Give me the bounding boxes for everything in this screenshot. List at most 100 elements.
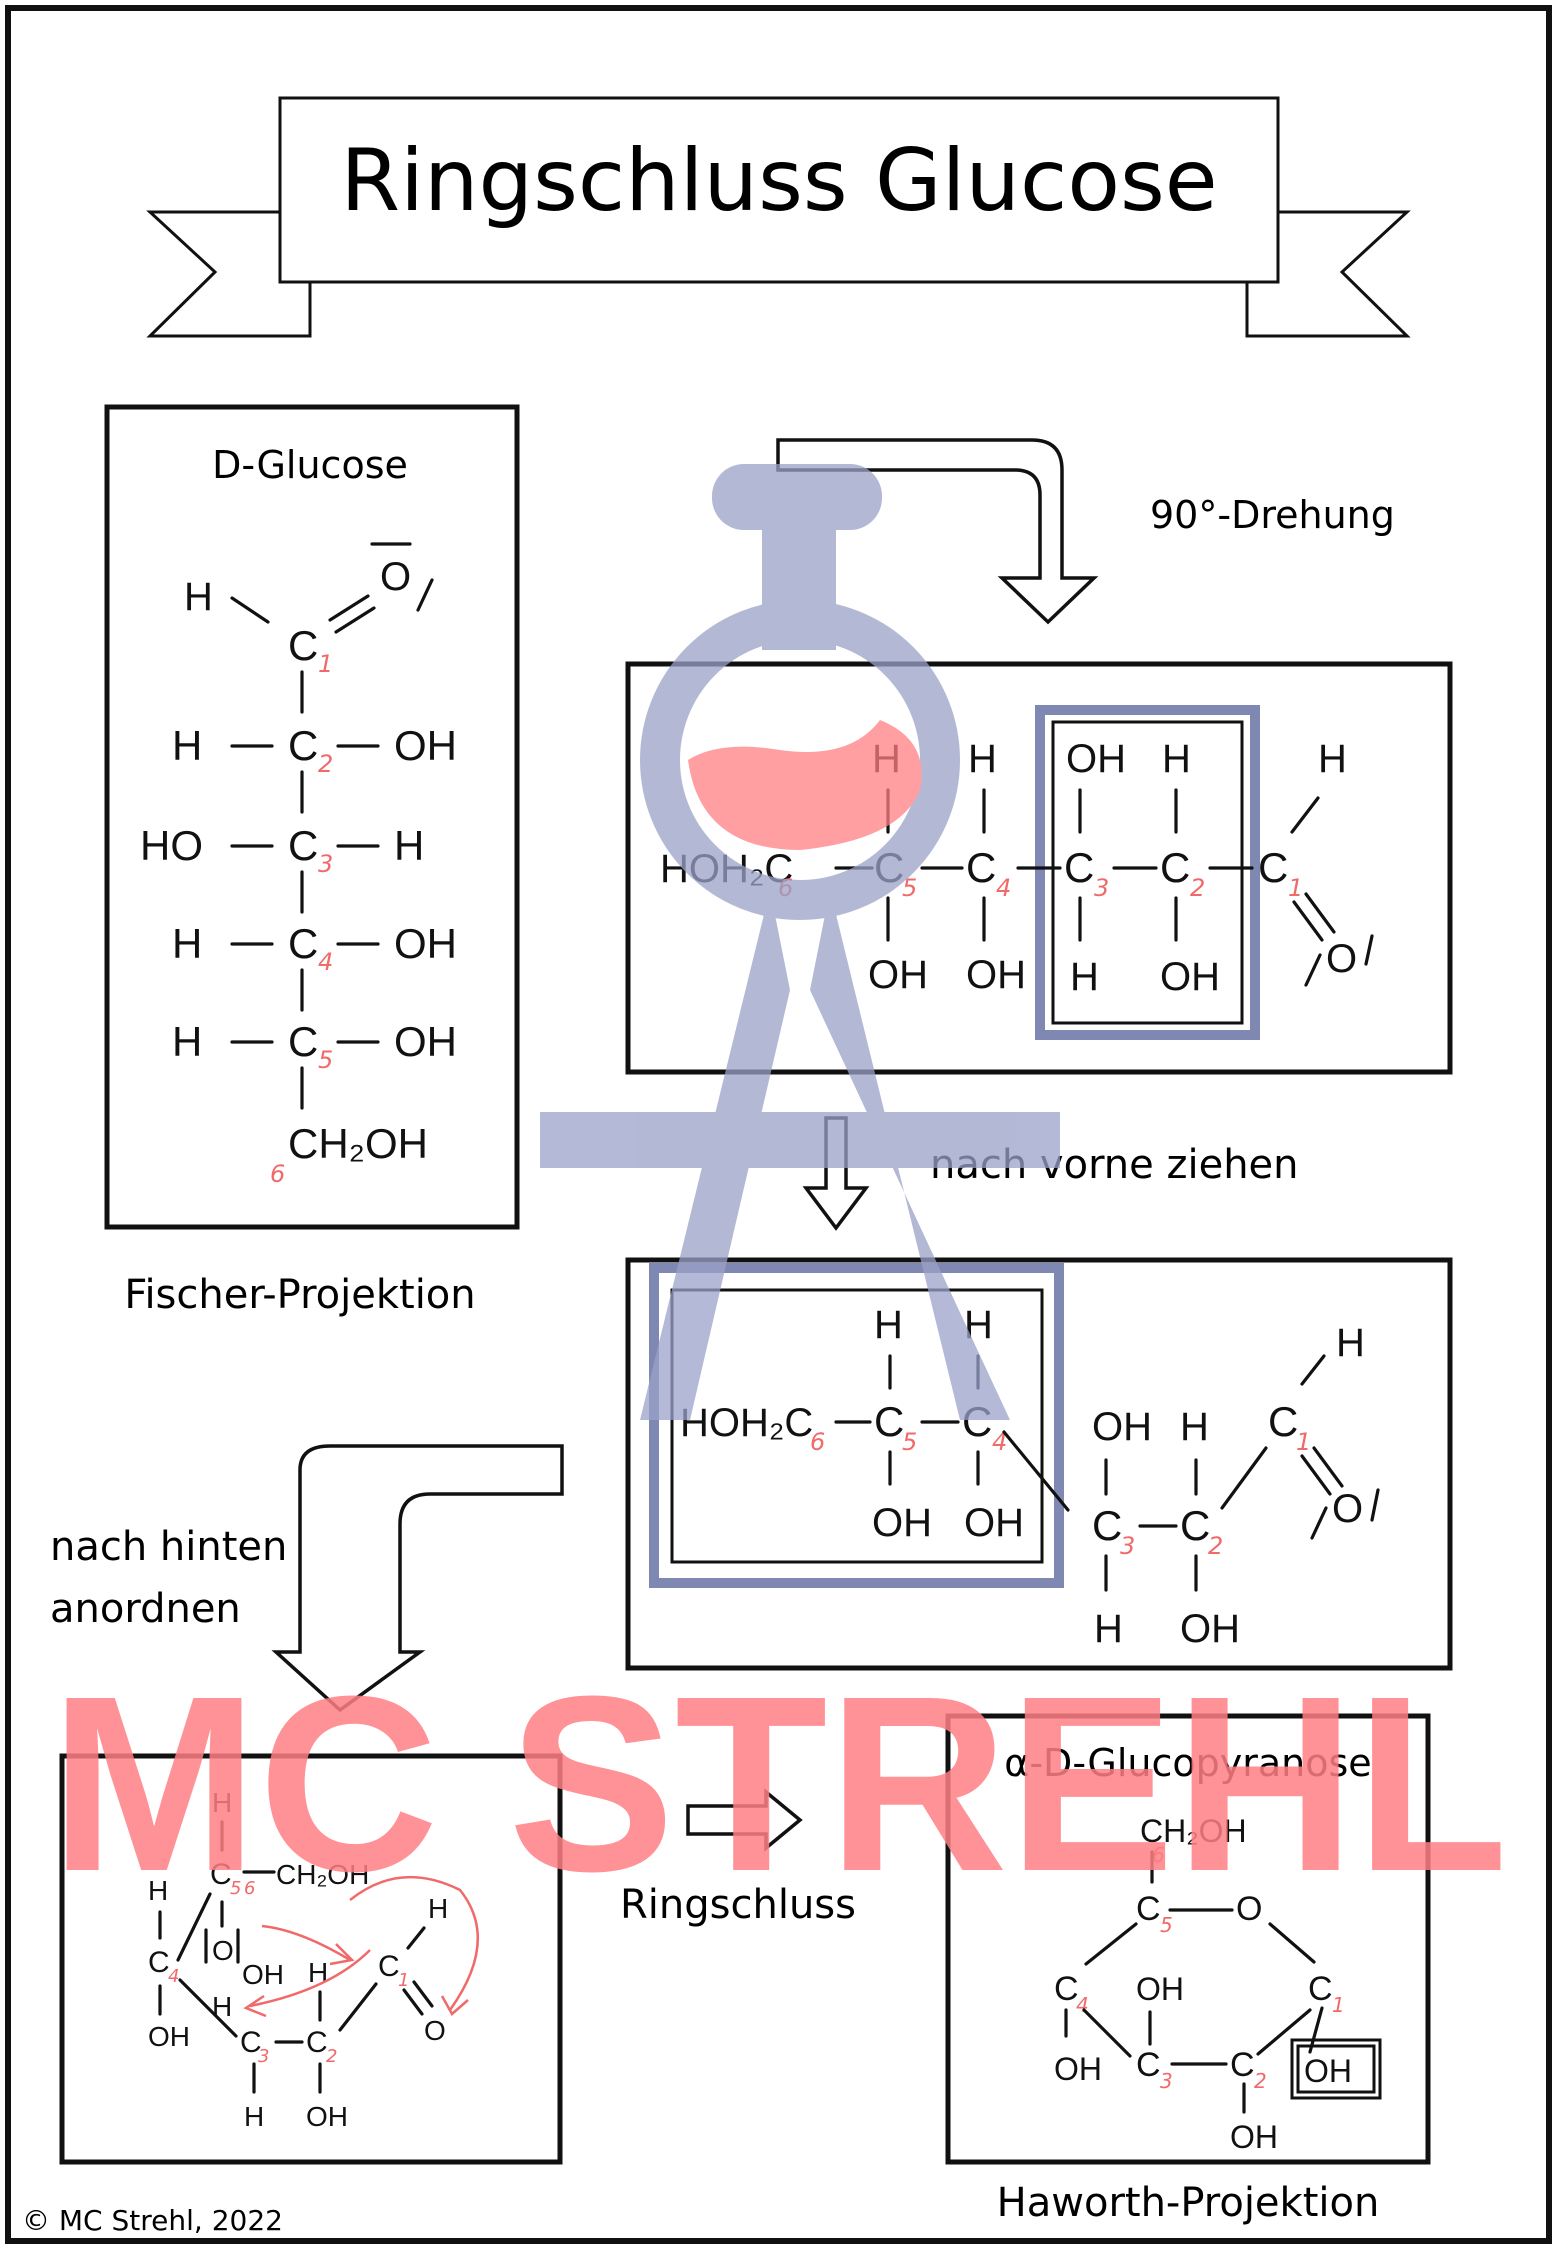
svg-text:C: C <box>1136 2046 1161 2084</box>
svg-text:OH: OH <box>394 722 457 769</box>
svg-text:C: C <box>378 1950 400 1983</box>
svg-text:H: H <box>1070 955 1099 999</box>
svg-text:OH: OH <box>1304 2053 1352 2089</box>
svg-text:H: H <box>308 1957 328 1988</box>
svg-text:H: H <box>1162 737 1191 781</box>
svg-text:C: C <box>306 2026 328 2059</box>
svg-text:C: C <box>288 822 318 869</box>
svg-text:5: 5 <box>230 1878 241 1899</box>
fischer-h-top: H <box>184 575 213 619</box>
svg-text:OH: OH <box>1230 2119 1278 2155</box>
svg-text:HO: HO <box>140 822 203 869</box>
svg-text:C: C <box>1160 844 1190 891</box>
svg-text:C: C <box>966 844 996 891</box>
ringclosure-label: Ringschluss <box>620 1882 856 1928</box>
svg-text:C: C <box>288 1018 318 1065</box>
svg-text:H: H <box>968 737 997 781</box>
svg-text:3: 3 <box>1160 2069 1173 2093</box>
watermark-text: MC STREHL <box>50 1644 1508 1923</box>
svg-text:4: 4 <box>318 948 333 976</box>
rotation-arrow: 90°-Drehung <box>776 438 1395 625</box>
svg-text:OH: OH <box>1180 1607 1240 1651</box>
svg-text:CH₂OH: CH₂OH <box>1140 1813 1247 1849</box>
svg-text:H: H <box>172 920 202 967</box>
svg-text:O: O <box>1236 1890 1262 1928</box>
fischer-caption: Fischer-Projektion <box>124 1272 475 1318</box>
electron-arrow-3 <box>349 1875 479 2011</box>
svg-text:5: 5 <box>902 1428 917 1456</box>
fischer-frame <box>104 404 520 1230</box>
electron-arrow-1 <box>261 1924 351 1962</box>
svg-text:OH: OH <box>148 2021 190 2052</box>
pulled-frame <box>625 1257 1453 1671</box>
haworth-frame <box>945 1713 1431 2165</box>
svg-text:6: 6 <box>270 1160 285 1188</box>
svg-text:OH: OH <box>306 2101 348 2132</box>
svg-text:OH: OH <box>868 953 928 997</box>
svg-text:3: 3 <box>318 850 333 878</box>
svg-text:C: C <box>874 1398 904 1445</box>
arrange-label-line1: nach hinten <box>50 1524 287 1570</box>
svg-text:2: 2 <box>1254 2069 1267 2093</box>
svg-text:1: 1 <box>318 650 333 678</box>
svg-text:1: 1 <box>1288 874 1303 902</box>
svg-text:C: C <box>1230 2046 1255 2084</box>
svg-text:O: O <box>212 1935 234 1966</box>
svg-text:C: C <box>240 2026 262 2059</box>
fischer-heading: D-Glucose <box>212 443 408 487</box>
svg-text:C: C <box>1308 1970 1333 2008</box>
rotation-label: 90°-Drehung <box>1150 493 1395 537</box>
svg-text:H: H <box>244 2101 264 2132</box>
copyright: © MC Strehl, 2022 <box>22 2204 283 2237</box>
chain-highlight-box <box>1035 705 1260 1040</box>
svg-text:H: H <box>212 1787 232 1818</box>
arrange-arrow: nach hinten anordnen <box>50 1444 564 1713</box>
svg-text:2: 2 <box>1190 874 1205 902</box>
banner-ribbon-right <box>1245 210 1411 338</box>
svg-text:C: C <box>288 622 318 669</box>
banner-ribbon-left <box>146 210 312 338</box>
arrange-label-line2: anordnen <box>50 1586 241 1632</box>
svg-text:OH: OH <box>394 1018 457 1065</box>
svg-text:C: C <box>1054 1970 1079 2008</box>
svg-text:C: C <box>1064 844 1094 891</box>
svg-text:6: 6 <box>810 1428 825 1456</box>
svg-text:1: 1 <box>1332 1993 1345 2017</box>
svg-text:H: H <box>874 1303 903 1347</box>
svg-text:H: H <box>172 1018 202 1065</box>
svg-text:3: 3 <box>258 2046 269 2067</box>
svg-text:1: 1 <box>1296 1428 1311 1456</box>
svg-text:5: 5 <box>1160 1913 1173 1937</box>
svg-text:OH: OH <box>872 1501 932 1545</box>
svg-text:4: 4 <box>992 1428 1007 1456</box>
svg-text:C: C <box>288 722 318 769</box>
page-border <box>5 5 1552 2244</box>
svg-text:OH: OH <box>394 920 457 967</box>
haworth-panel: α-D-Glucopyranose CH₂OH 6 C 5 O C 1 OH C… <box>945 1713 1431 2226</box>
svg-text:C: C <box>1092 1502 1122 1549</box>
svg-text:HOH₂C: HOH₂C <box>680 1401 813 1445</box>
svg-text:2: 2 <box>1208 1532 1223 1560</box>
svg-text:4: 4 <box>996 874 1011 902</box>
svg-text:5: 5 <box>318 1046 333 1074</box>
svg-text:C: C <box>1268 1398 1298 1445</box>
svg-text:OH: OH <box>1054 2051 1102 2087</box>
pulled-panel: HOH₂C 6 C 5 H OH C 4 H OH C 3 OH H C 2 H… <box>625 1257 1453 1671</box>
svg-text:OH: OH <box>242 1959 284 1990</box>
svg-text:O: O <box>1332 1487 1363 1531</box>
fischer-panel: D-Glucose H O C 1 H C 2 OH HO C 3 H H C … <box>104 404 520 1318</box>
svg-text:5: 5 <box>902 874 917 902</box>
svg-text:2: 2 <box>326 2046 337 2067</box>
banner-box <box>278 96 1280 284</box>
svg-text:OH: OH <box>1136 1971 1184 2007</box>
page-title: Ringschluss Glucose <box>340 131 1217 231</box>
svg-text:4: 4 <box>168 1966 179 1987</box>
svg-text:CH₂OH: CH₂OH <box>276 1859 369 1890</box>
svg-text:C: C <box>210 1858 232 1891</box>
electron-arrow-2 <box>249 1949 371 2008</box>
svg-text:H: H <box>394 822 424 869</box>
svg-text:1: 1 <box>398 1970 409 1991</box>
flask-compass-logo <box>540 464 1060 1420</box>
svg-text:H: H <box>212 1991 232 2022</box>
